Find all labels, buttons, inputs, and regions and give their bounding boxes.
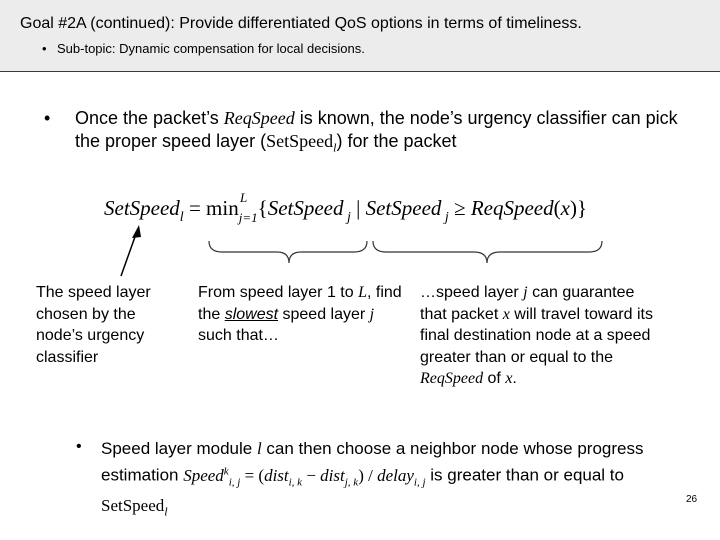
bullet-text-1: Once the packet’s ReqSpeed is known, the…: [75, 108, 678, 155]
bullet-marker-2: •: [76, 438, 82, 455]
bullet-text-2: Speed layer module l can then choose a n…: [101, 439, 644, 519]
term-setspeed: SetSpeed: [266, 131, 334, 151]
brace-right: [372, 240, 603, 264]
brace-middle: [208, 240, 368, 264]
term-reqspeed: ReqSpeed: [223, 108, 295, 128]
subtopic-line: • Sub-topic: Dynamic compensation for lo…: [42, 41, 365, 56]
subtopic-bullet: •: [42, 41, 47, 56]
arrow-line: [120, 233, 137, 277]
progress-equation: Speedki, j = (disti, k − distj, k) / del…: [183, 465, 426, 489]
subtopic-text: Sub-topic: Dynamic compensation for loca…: [57, 41, 365, 56]
annotation-middle: From speed layer 1 to L, find the slowes…: [198, 284, 402, 344]
slide-title: Goal #2A (continued): Provide differenti…: [20, 15, 582, 32]
bullet-marker-1: •: [44, 108, 51, 128]
slowest-emphasis: slowest: [224, 305, 279, 323]
slide-header: Goal #2A (continued): Provide differenti…: [0, 0, 720, 72]
page-number: 26: [686, 494, 698, 505]
annotation-right: …speed layer j can guarantee that packet…: [420, 284, 653, 387]
annotation-left: The speed layer chosen by the node’s urg…: [36, 284, 151, 366]
arrow-head: [132, 225, 141, 238]
